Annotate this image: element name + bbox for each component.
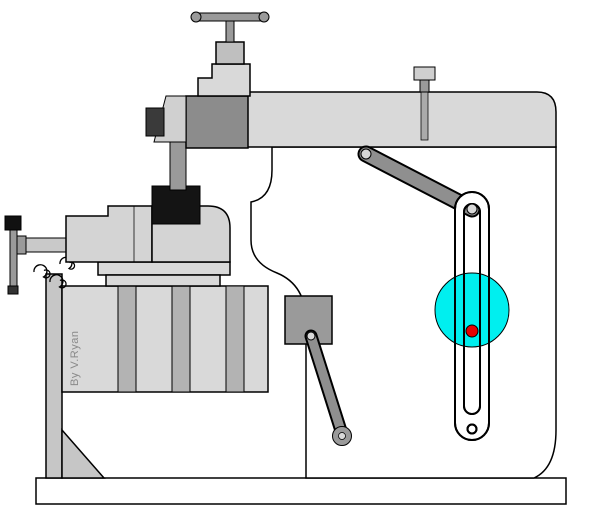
traverse-crank-rod (9, 223, 18, 289)
column-stripe (225, 285, 245, 393)
t-handle-knob-right (258, 11, 270, 23)
workpiece (151, 185, 201, 225)
column-stripe (171, 285, 191, 393)
swarf-curls (33, 256, 76, 289)
ram-bolt-stem (419, 79, 430, 93)
column-stripe (117, 285, 137, 393)
feed-lever (306, 331, 347, 439)
t-handle-knob-left (190, 11, 202, 23)
link-arm (359, 147, 479, 216)
t-handle-bar (197, 12, 263, 22)
arm-pivot-ram (360, 148, 372, 160)
table-top-slab (97, 261, 231, 276)
ram-lock-bolt-head (413, 66, 436, 81)
tool-slide-block (185, 95, 249, 149)
vice-moving-jaw (65, 205, 153, 263)
arm-pivot-lever (466, 203, 478, 215)
tool-head-upper-block (215, 41, 245, 65)
ram-bolt-shaft (420, 91, 429, 141)
tool-bar (169, 137, 187, 191)
traverse-crank-knob (4, 215, 22, 231)
cutting-tool (145, 107, 165, 137)
table-lower-slab (105, 274, 221, 287)
tool-head-step-block (197, 63, 251, 97)
vice-screw (23, 237, 69, 253)
strut-foot (61, 428, 106, 479)
table-support-strut (45, 273, 63, 479)
bull-wheel (434, 272, 510, 348)
crank-pin (465, 324, 479, 338)
machine-base (35, 477, 567, 505)
crank-rod-end (7, 285, 19, 295)
ram (245, 91, 557, 148)
credit-text: By V.Ryan (69, 331, 81, 386)
feed-lever-knob-center (338, 432, 346, 440)
handle-stem (225, 20, 235, 43)
slotted-lever-outline (454, 191, 490, 441)
feed-lever-pivot (306, 331, 316, 341)
feed-bracket (284, 295, 333, 345)
